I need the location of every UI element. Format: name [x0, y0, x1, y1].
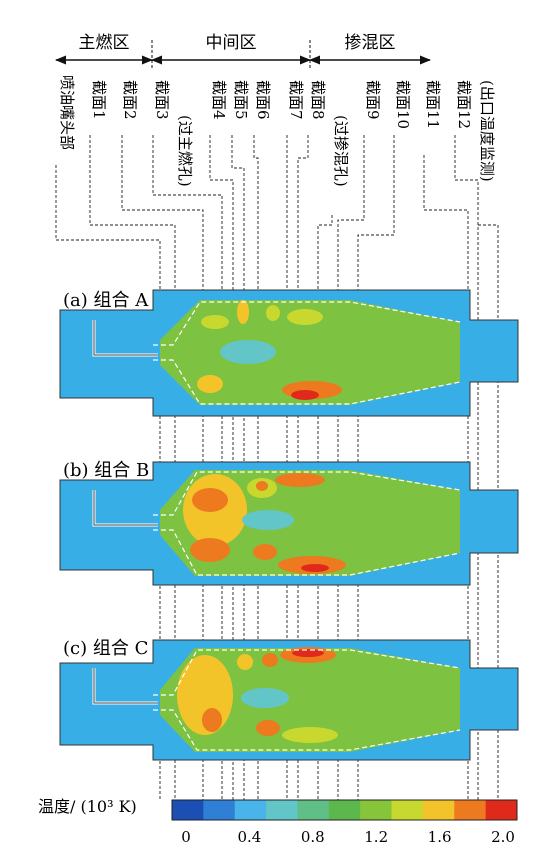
colorbar-swatch: [485, 800, 518, 820]
colorbar-swatch: [234, 800, 267, 820]
colorbar-swatches: [171, 799, 518, 821]
flame-core-c: [160, 648, 460, 752]
zone-mid-label: 中间区: [206, 33, 257, 53]
section-label-8-sub: (过掺混孔): [332, 115, 350, 187]
flame-core-a: [160, 300, 460, 405]
section-label-1: 截面1: [90, 80, 108, 120]
section-label-4: 截面4: [210, 80, 228, 120]
panel-b-label: (b) 组合 B: [63, 460, 149, 481]
section-label-12: 截面12: [455, 80, 473, 129]
panel-b: (b) 组合 B: [59, 460, 519, 586]
section-label-5: 截面5: [232, 80, 250, 120]
section-label-7: 截面7: [287, 80, 305, 120]
colorbar-tick-label: 2.0: [491, 828, 515, 846]
panel-a: (a) 组合 A: [59, 289, 519, 417]
zone-main-label: 主燃区: [79, 33, 130, 53]
colorbar-ticks: 0 0.4 0.8 1.2 1.6 2.0: [181, 828, 515, 846]
colorbar-swatch: [454, 800, 487, 820]
zone-header: 主燃区 中间区 掺混区: [54, 33, 432, 68]
zone-mix-label: 掺混区: [345, 33, 396, 53]
temperature-colorbar: 温度/ (10³ K) 0 0.4 0.8 1.2 1.6 2.0: [38, 797, 518, 846]
section-label-9: 截面9: [364, 80, 382, 120]
colorbar-swatch: [422, 800, 455, 820]
colorbar-tick-label: 1.6: [428, 828, 452, 846]
colorbar-label: 温度/ (10³ K): [38, 797, 137, 816]
colorbar-border: [171, 799, 518, 821]
section-label-3: 截面3: [153, 80, 171, 120]
panel-a-label: (a) 组合 A: [63, 290, 149, 311]
section-label-2: 截面2: [121, 80, 139, 120]
section-label-11: 截面11: [424, 80, 442, 129]
panel-c: (c) 组合 C: [59, 638, 519, 761]
colorbar-swatch: [203, 800, 236, 820]
colorbar-swatch: [391, 800, 424, 820]
colorbar-swatch: [172, 800, 204, 820]
colorbar-tick-label: 1.2: [364, 828, 388, 846]
section-labels: 喷油嘴头部 截面1 截面2 截面3 (过主燃孔) 截面4 截面5 截面6 截面7…: [58, 75, 496, 187]
section-label-8: 截面8: [309, 80, 327, 120]
colorbar-swatch: [360, 800, 393, 820]
section-label-3-sub: (过主燃孔): [176, 115, 194, 187]
colorbar-swatch: [297, 800, 330, 820]
section-label-nozzle: 喷油嘴头部: [58, 75, 76, 150]
colorbar-tick-label: 0: [181, 828, 191, 846]
colorbar-swatch: [328, 800, 361, 820]
panel-c-label: (c) 组合 C: [63, 638, 148, 659]
section-label-6: 截面6: [254, 80, 272, 120]
colorbar-swatch: [266, 800, 298, 820]
colorbar-tick-label: 0.8: [301, 828, 325, 846]
section-label-10: 截面10: [394, 80, 412, 129]
section-label-12-sub: (出口温度监测): [478, 80, 496, 182]
colorbar-tick-label: 0.4: [237, 828, 261, 846]
